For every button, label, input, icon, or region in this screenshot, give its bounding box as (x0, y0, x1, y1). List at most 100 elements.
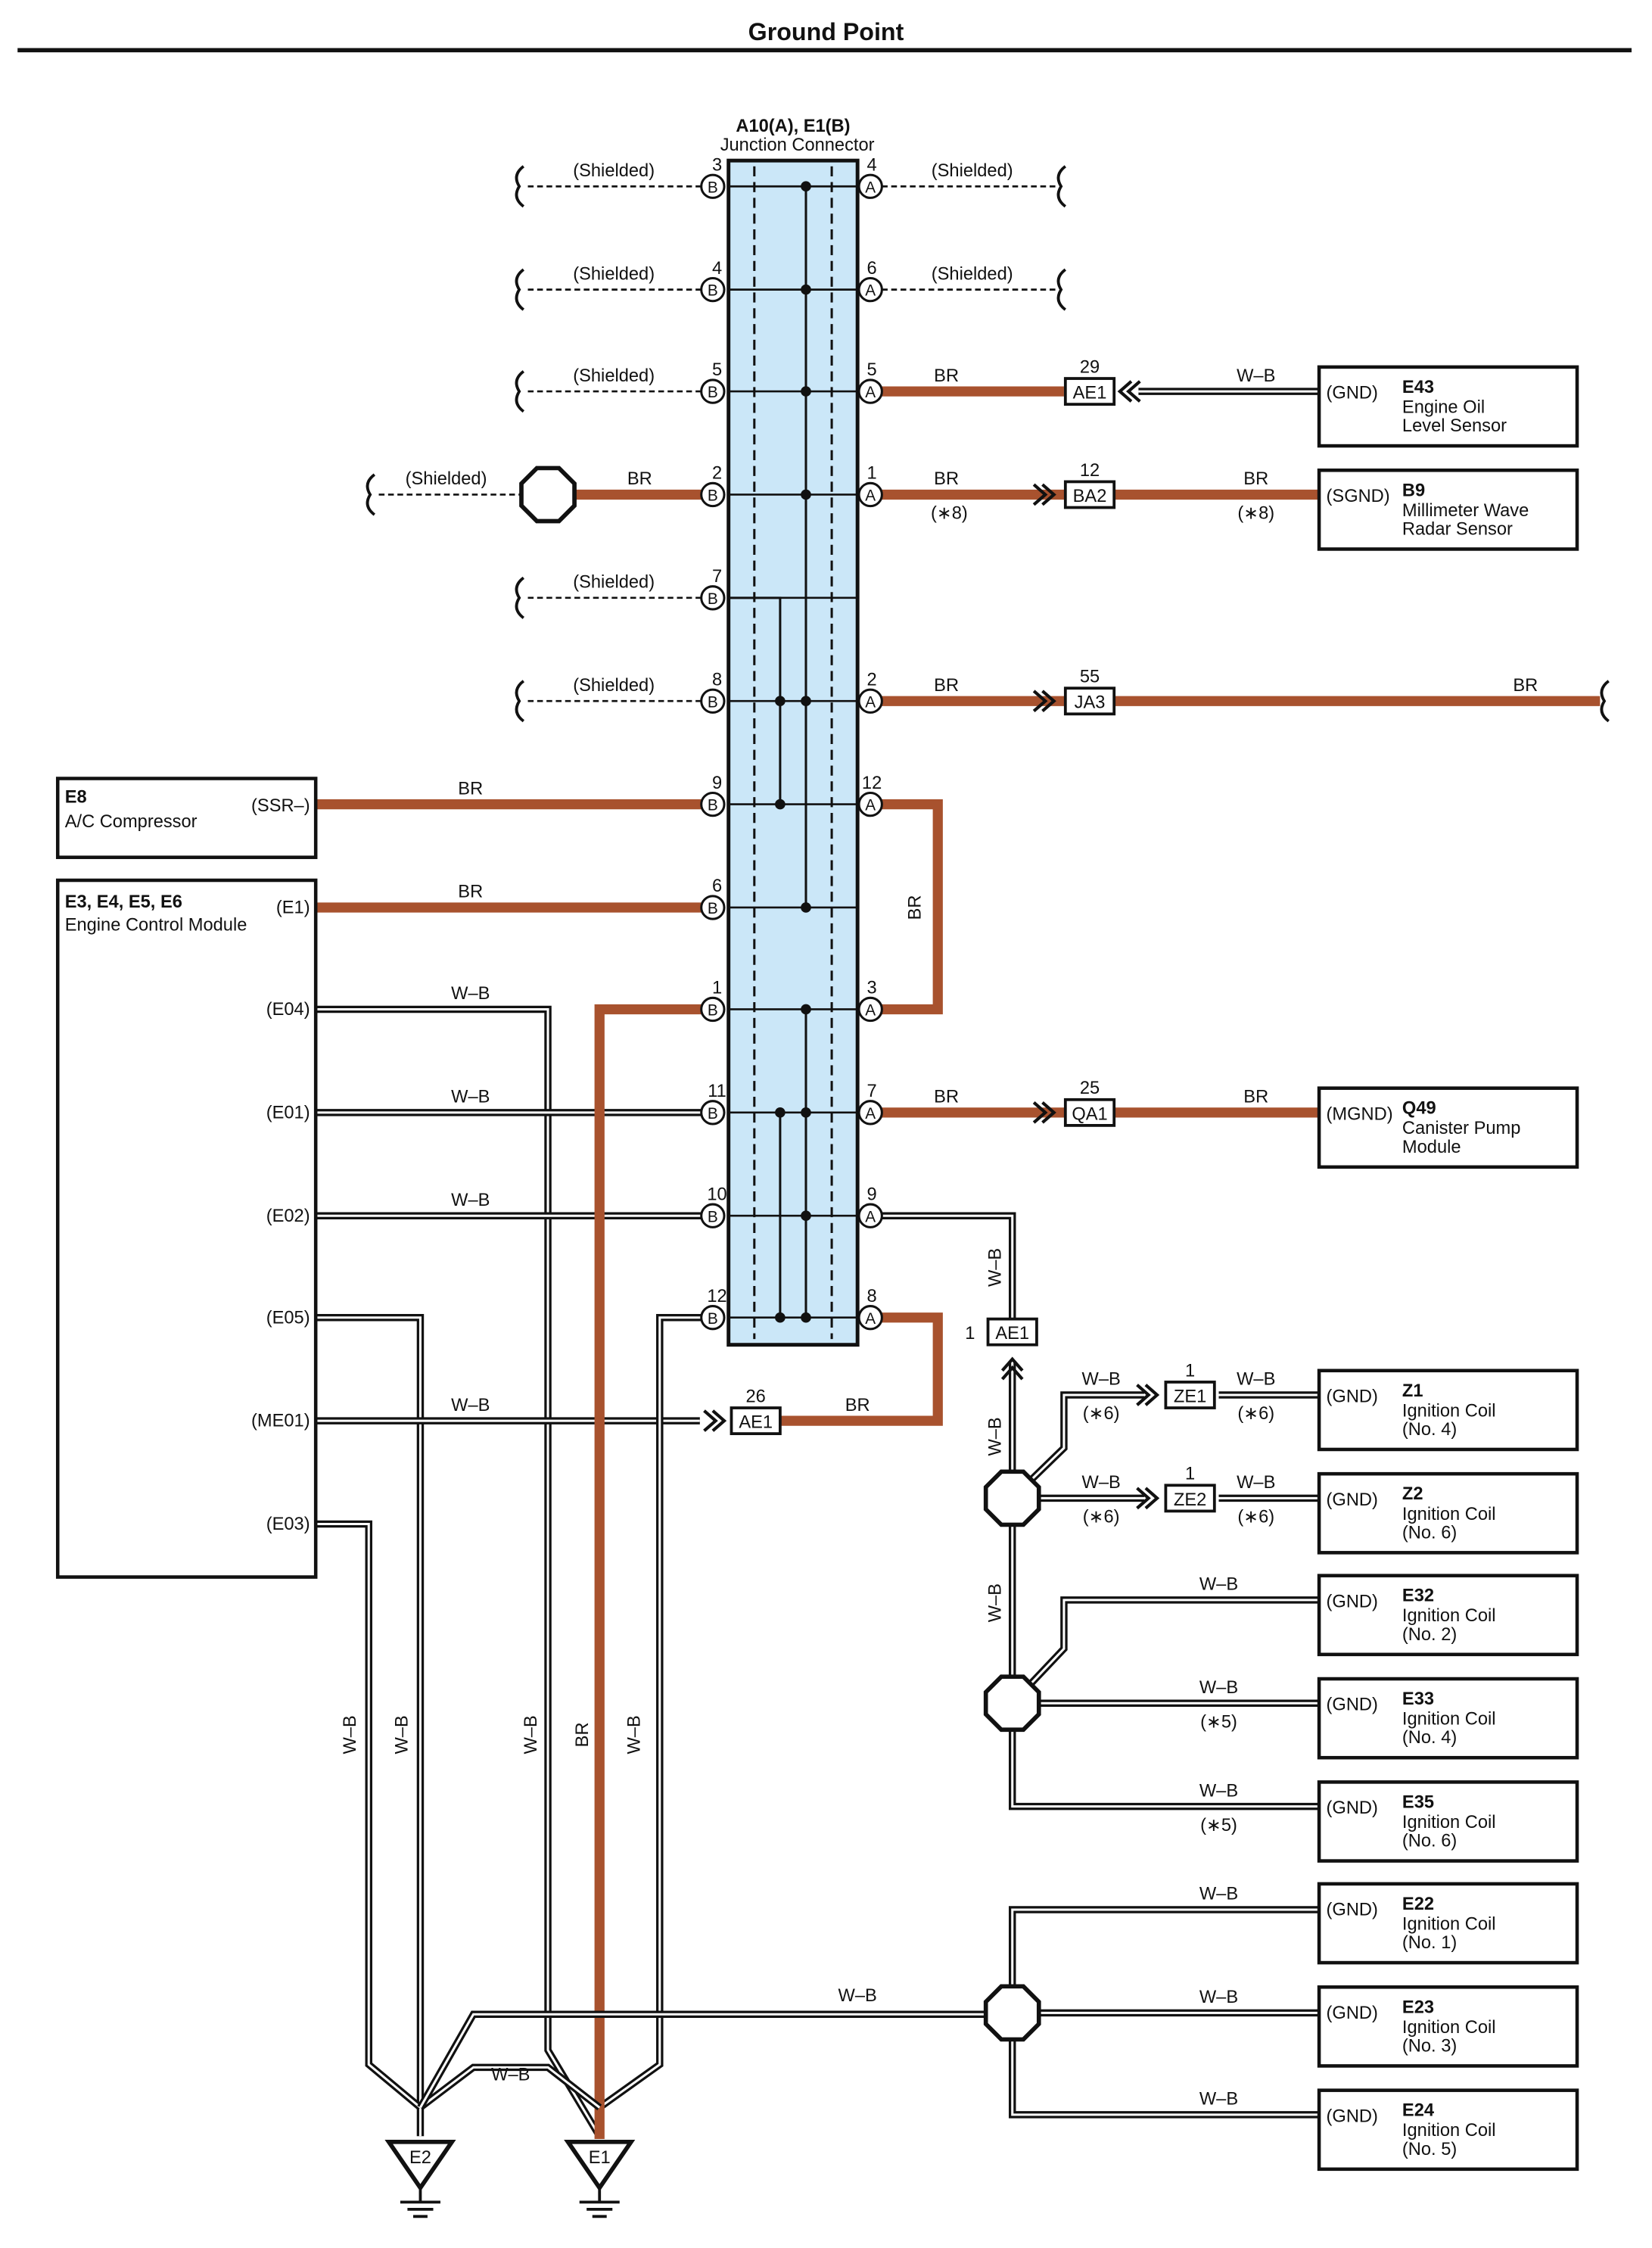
double-chevron-icon (703, 1409, 727, 1432)
component-name: (No. 1) (1402, 1933, 1457, 1953)
wire-label-vertical: BR (573, 1722, 593, 1747)
pin-letter: B (708, 1002, 718, 1020)
component-name: Ignition Coil (1402, 1710, 1496, 1730)
wb-wire-to-splice (417, 2010, 987, 2109)
br-wire-b1 (594, 1004, 702, 2140)
pin-circle-a (857, 688, 883, 714)
wire-break-icon (515, 576, 525, 619)
pin-letter: B (708, 797, 718, 814)
chevron-stroke (1041, 483, 1056, 506)
component-id: B9 (1402, 481, 1425, 500)
wire-label-vertical: W–B (392, 1715, 412, 1754)
chevron-stroke (1041, 1101, 1056, 1124)
pin-letter: B (708, 384, 718, 401)
ground-e2-icon (384, 2139, 456, 2192)
component-name: (No. 2) (1402, 1625, 1457, 1645)
terminal-label: (GND) (1327, 1901, 1378, 1920)
component-name: (No. 5) (1402, 2140, 1457, 2159)
pin-number: 1 (712, 979, 722, 998)
ac-compressor-box (55, 777, 318, 859)
connector-ae1-26 (730, 1406, 782, 1436)
wb-wire-e24 (1009, 2013, 1320, 2119)
double-chevron-icon (1032, 483, 1056, 506)
wb-wire-e22 (1009, 1906, 1320, 2013)
junction-subtitle: Junction Connector (720, 135, 875, 155)
wire-break-icon (1600, 680, 1610, 723)
component-name: Module (1402, 1138, 1461, 1157)
wire-label-wb: W–B (986, 1417, 1006, 1456)
pin-letter: B (708, 590, 718, 608)
component-box-q49 (1317, 1086, 1579, 1169)
connector-ja3 (1063, 687, 1116, 716)
pin-circle-b (700, 791, 726, 817)
wire-label-wb: W–B (1199, 1678, 1238, 1698)
pin-circle-a (857, 378, 883, 404)
component-name: (No. 4) (1402, 1728, 1457, 1748)
connector-label: AE1 (1073, 384, 1107, 403)
connector-label: ZE1 (1174, 1387, 1206, 1406)
chevron-stroke (1144, 1384, 1160, 1406)
pin-circle-a (857, 173, 883, 199)
wire-break-icon (515, 165, 525, 208)
component-name: (No. 4) (1402, 1420, 1457, 1440)
pin-number: 12 (707, 1287, 726, 1306)
pin-circle-a (857, 276, 883, 303)
junction-dot (801, 1312, 811, 1323)
pin-letter: A (865, 1310, 876, 1328)
component-id: E43 (1402, 378, 1434, 397)
terminal-label: (GND) (1327, 1695, 1378, 1715)
wb-wire-to-splice-core (419, 2013, 987, 2109)
ground-label: E1 (589, 2148, 611, 2168)
component-name: Ignition Coil (1402, 1401, 1496, 1421)
pin-number: 2 (867, 670, 877, 690)
wb-wire-a9-core (882, 1214, 1014, 1319)
wire-label-wb: W–B (986, 1248, 1006, 1287)
wire-break-icon (1056, 165, 1067, 208)
connector-label: BA2 (1073, 487, 1107, 506)
wire-label-shielded: (Shielded) (573, 161, 655, 181)
double-chevron-icon (1117, 380, 1141, 403)
pin-letter: B (708, 1310, 718, 1328)
junction-dot (801, 696, 811, 707)
shield-splice-octagon-icon (519, 465, 577, 524)
terminal-label: (E1) (276, 898, 310, 918)
component-name: Ignition Coil (1402, 1915, 1496, 1935)
wb-wire-e03-core (316, 1522, 422, 2109)
component-name: Engine Oil (1402, 398, 1485, 418)
pin-number: 9 (712, 774, 722, 793)
wire-label-shielded: (Shielded) (406, 469, 487, 489)
wire-label-wb: W–B (1199, 1781, 1238, 1801)
double-chevron-icon (1136, 1487, 1160, 1510)
ground-label: E2 (409, 2148, 431, 2168)
wire-label-br: BR (934, 1088, 959, 1107)
chevron-stroke (1136, 1384, 1151, 1406)
connector-pin-number: 12 (1080, 461, 1100, 481)
pin-letter: A (865, 1002, 876, 1020)
pin-number: 4 (867, 155, 877, 175)
connector-ze (1164, 1381, 1216, 1409)
junction-connector-body (726, 158, 860, 1347)
connector-pin-number: 25 (1080, 1079, 1100, 1098)
terminal-label: (MGND) (1327, 1104, 1393, 1124)
double-chevron-up-icon (1000, 1356, 1024, 1381)
component-id: Q49 (1402, 1099, 1436, 1119)
splice-octagon-icon (983, 1674, 1041, 1733)
pin-number: 5 (712, 360, 722, 380)
component-id: Z1 (1402, 1381, 1423, 1401)
terminal-label: (E05) (266, 1308, 310, 1328)
wire-label-wb: W–B (1199, 1885, 1238, 1904)
component-name: (No. 3) (1402, 2037, 1457, 2057)
connector-pin-number: 26 (746, 1387, 766, 1406)
component-name: Ignition Coil (1402, 1505, 1496, 1524)
component-box-e43 (1317, 365, 1579, 448)
wire-note: (∗6) (1237, 1404, 1274, 1424)
junction-dot (801, 386, 811, 397)
terminal-label: (ME01) (251, 1412, 310, 1431)
splice-octagon-icon (983, 1469, 1041, 1527)
terminal-label: (E03) (266, 1515, 310, 1534)
terminal-label: (GND) (1327, 1490, 1378, 1510)
pin-circle-a (857, 1100, 883, 1126)
pin-circle-b (700, 585, 726, 611)
double-chevron-icon (1032, 1101, 1056, 1124)
connector-pin-number: 1 (965, 1324, 975, 1344)
